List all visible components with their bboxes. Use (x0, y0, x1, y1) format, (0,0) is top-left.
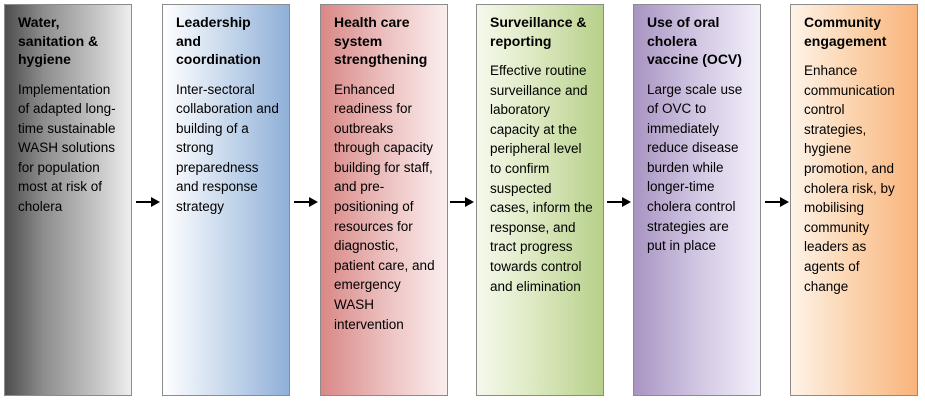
box-health-care: Health care system strengthening Enhance… (320, 4, 448, 396)
arrow-right-icon (765, 197, 789, 207)
box-leadership-body: Inter-sectoral collaboration and buildin… (176, 81, 279, 215)
box-ocv-title: Use of oral cholera vaccine (OCV) (647, 14, 742, 67)
box-wash: Water, sanitation & hygiene Implementati… (4, 4, 132, 396)
box-community: Community engagement Enhance communicati… (790, 4, 918, 396)
box-leadership: Leadership and coordination Inter-sector… (162, 4, 290, 396)
arrow-right-icon (136, 197, 160, 207)
box-community-body: Enhance communication control strategies… (804, 63, 895, 294)
arrow-right-icon (294, 197, 318, 207)
box-surveillance: Surveillance & reporting Effective routi… (476, 4, 604, 396)
box-ocv: Use of oral cholera vaccine (OCV) Large … (633, 4, 761, 396)
arrow-right-icon (450, 197, 474, 207)
box-health-care-body: Enhanced readiness for outbreaks through… (334, 81, 435, 332)
box-surveillance-body: Effective routine surveillance and labor… (490, 63, 593, 294)
box-health-care-title: Health care system strengthening (334, 14, 428, 67)
box-wash-title: Water, sanitation & hygiene (18, 14, 99, 67)
box-surveillance-title: Surveillance & reporting (490, 14, 587, 49)
box-wash-body: Implementation of adapted long-time sust… (18, 81, 116, 215)
box-ocv-body: Large scale use of OVC to immediately re… (647, 81, 743, 254)
box-leadership-title: Leadership and coordination (176, 14, 261, 67)
arrow-right-icon (607, 197, 631, 207)
box-community-title: Community engagement (804, 14, 887, 49)
